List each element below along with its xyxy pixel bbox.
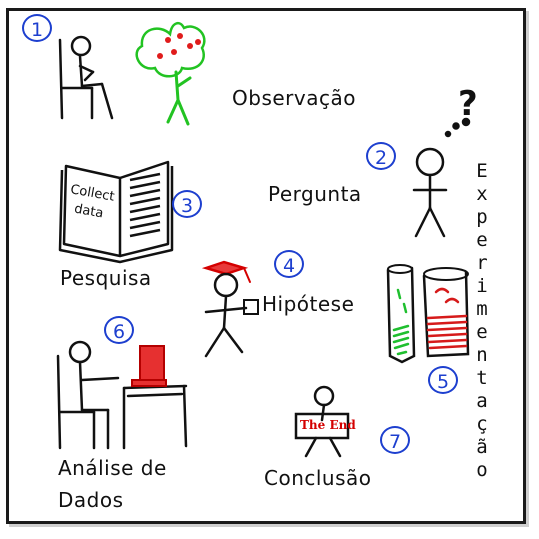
questioning-figure: [412, 117, 471, 238]
step-number-2: 2: [366, 142, 396, 170]
step-number-5: 5: [428, 366, 458, 394]
question-mark-icon: ?: [458, 84, 478, 124]
conclusion-figure: [294, 385, 350, 458]
vertical-letter: r: [476, 252, 488, 274]
vertical-letter: i: [476, 275, 488, 297]
vertical-letter: o: [476, 459, 488, 481]
step-label-conclusion: Conclusão: [264, 466, 372, 490]
step-number-7: 7: [380, 426, 410, 454]
step-label-analysis-line1: Análise de: [58, 456, 167, 480]
vertical-letter: p: [476, 206, 488, 228]
step-label-analysis-line2: Dados: [58, 488, 124, 512]
analyst-figure: [56, 340, 188, 450]
vertical-letter: a: [476, 390, 488, 412]
observer-figure: [58, 35, 114, 120]
step-number-1: 1: [22, 14, 52, 42]
vertical-letter: e: [476, 321, 488, 343]
vertical-letter: m: [476, 298, 488, 320]
vertical-letter: ç: [476, 413, 488, 435]
vertical-letter: x: [476, 183, 488, 205]
step-number-6: 6: [104, 316, 134, 344]
vertical-letter: e: [476, 229, 488, 251]
open-book-icon: [58, 160, 174, 264]
vertical-letter: n: [476, 344, 488, 366]
vertical-letter: t: [476, 367, 488, 389]
step-label-hypothesis: Hipótese: [262, 292, 355, 316]
vertical-letter: E: [476, 160, 488, 182]
test-tubes-icon: [386, 264, 470, 364]
the-end-sign: The End: [300, 418, 356, 432]
step-label-question: Pergunta: [268, 182, 362, 206]
laptop-icon: [131, 345, 167, 387]
vertical-letter: ã: [476, 436, 488, 458]
tree-icon: [135, 21, 206, 126]
graduate-figure: [201, 260, 259, 358]
step-number-4: 4: [274, 250, 304, 278]
step-label-research: Pesquisa: [60, 266, 152, 290]
step-label-observation: Observação: [232, 86, 356, 110]
step-number-3: 3: [172, 190, 202, 218]
